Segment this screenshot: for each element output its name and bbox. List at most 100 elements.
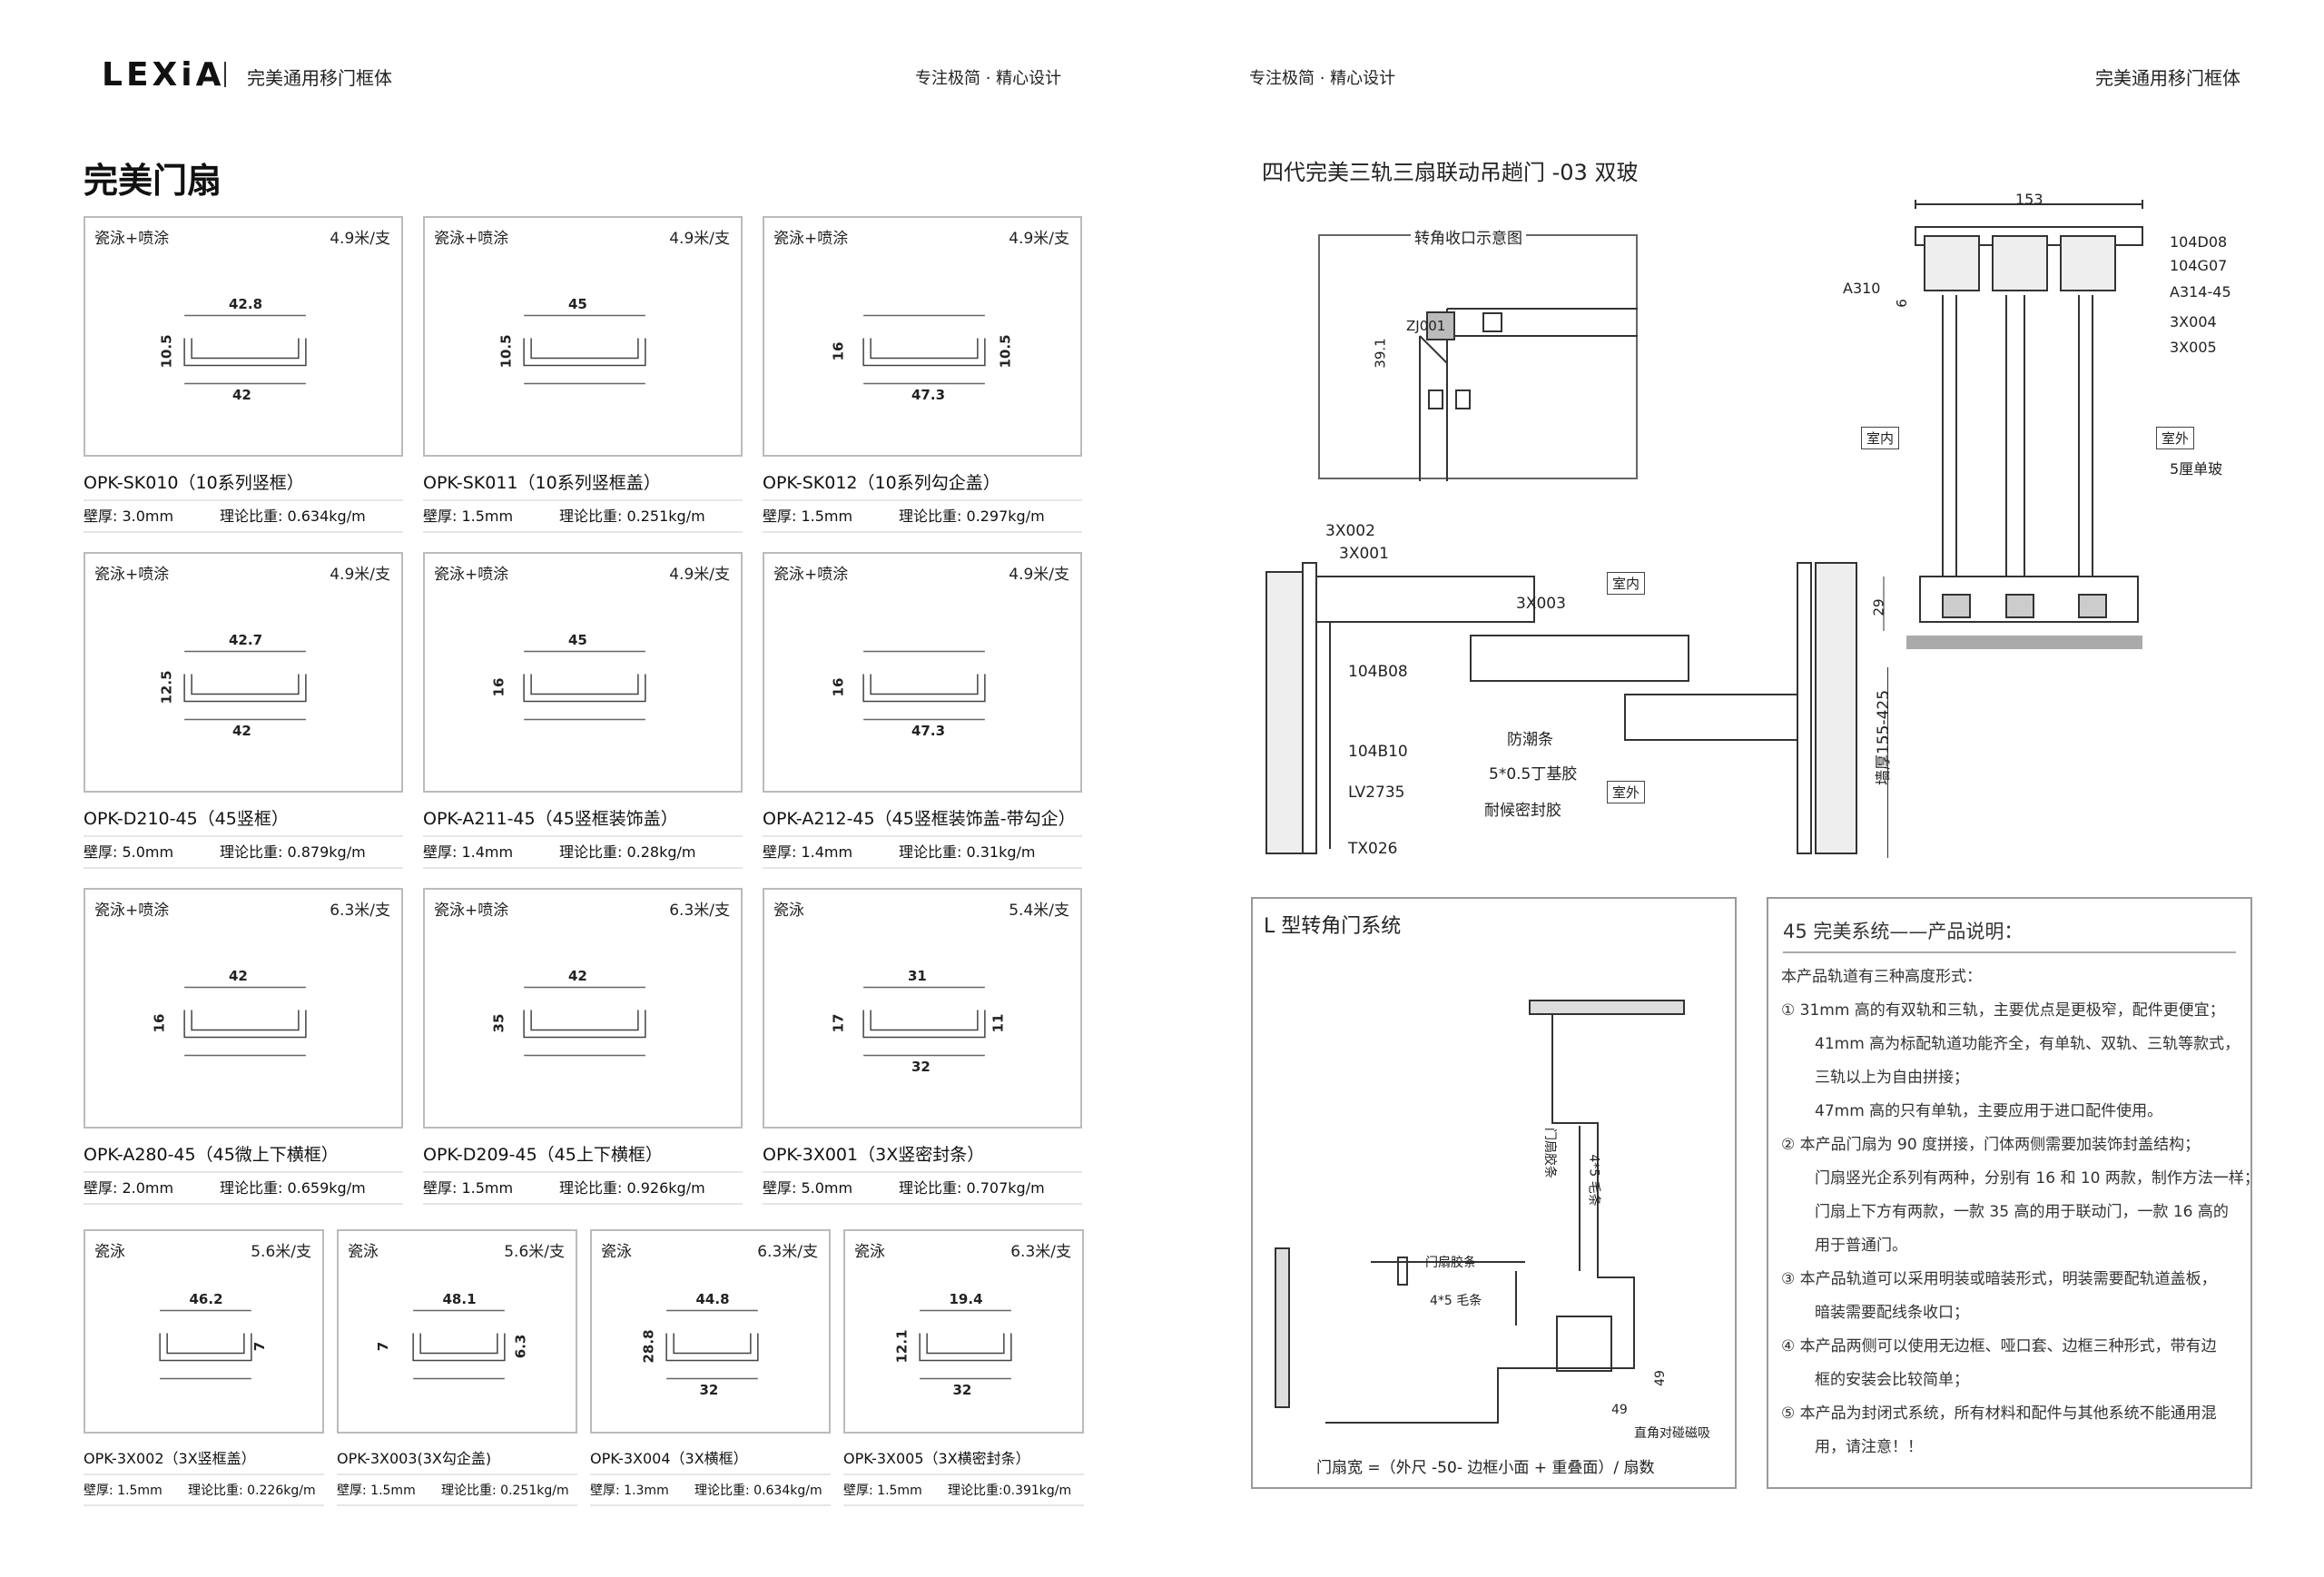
product-finish: 瓷泳 [94, 1243, 125, 1261]
dim-top: 48.1 [442, 1290, 477, 1307]
l-label: 4*5 毛条 [1430, 1294, 1482, 1308]
plan-label: 104B10 [1348, 743, 1408, 761]
section-label: 104D08 [2170, 233, 2228, 251]
theoretical-weight: 理论比重: 0.297kg/m [899, 508, 1045, 525]
dim-side-right: 6.3 [512, 1334, 529, 1358]
plan-drawing [1265, 562, 1888, 858]
product-finish: 瓷泳+喷涂 [434, 230, 509, 248]
product-finish: 瓷泳 [348, 1243, 379, 1261]
section-label: 104G07 [2170, 257, 2228, 274]
wall-thickness: 壁厚: 1.3mm [590, 1483, 669, 1498]
section-drawing [1883, 200, 2143, 649]
dim-top: 42.7 [229, 631, 263, 648]
dim-top: 42 [568, 967, 587, 984]
right-header-slogan: 专注极简 · 精心设计 [1249, 69, 1396, 88]
dim-top: 19.4 [949, 1290, 983, 1307]
description-line: ⑤ 本产品为封闭式系统，所有材料和配件与其他系统不能通用混 [1781, 1405, 2217, 1423]
section-width: 153 [2015, 191, 2043, 208]
description-line: 47mm 高的只有单轨，主要应用于进口配件使用。 [1815, 1102, 2163, 1120]
plan-label: LV2735 [1348, 784, 1405, 802]
dim-top: 45 [568, 295, 587, 312]
product-length: 6.3米/支 [757, 1243, 818, 1261]
section-dim-6: 6 [1893, 299, 1910, 308]
profile-drawing [183, 650, 307, 721]
theoretical-weight: 理论比重: 0.251kg/m [559, 508, 705, 525]
corner-diagram: 转角收口示意图 ZJ001 39.1 [1318, 225, 1638, 481]
description-lines: 本产品轨道有三种高度形式：① 31mm 高的有双轨和三轨，主要优点是更极窄，配件… [1768, 953, 2260, 1472]
wall-thickness: 壁厚: 3.0mm [84, 508, 174, 525]
description-line: 本产品轨道有三种高度形式： [1781, 968, 1982, 986]
description-line: 用，请注意！！ [1815, 1438, 1923, 1456]
product-finish: 瓷泳+喷涂 [94, 566, 170, 584]
wall-thickness-label: 墙厚155-425 [1875, 689, 1894, 786]
product-name: OPK-3X005（3X横密封条） [843, 1446, 1084, 1475]
dim-bottom: 47.3 [911, 722, 946, 739]
section-diagram: 153 A310 6 29 104D08 104G07 A314-45 3X00… [1807, 186, 2260, 667]
theoretical-weight: 理论比重: 0.251kg/m [441, 1483, 569, 1498]
left-header-title: 完美通用移门框体 [247, 67, 392, 89]
plan-label: 5*0.5丁基胶 [1489, 765, 1578, 784]
dim-side-right: 7 [251, 1341, 269, 1351]
description-line: 门扇上下方有两款，一款 35 高的用于联动门，一款 16 高的 [1815, 1203, 2229, 1221]
dim-side: 12.5 [158, 669, 175, 705]
plan-label: 3X003 [1516, 595, 1566, 613]
product-finish: 瓷泳+喷涂 [773, 566, 849, 584]
profile-drawing [523, 650, 646, 721]
description-line: 框的安装会比较简单； [1815, 1371, 1969, 1389]
theoretical-weight: 理论比重: 0.31kg/m [899, 843, 1036, 861]
plan-label: 耐候密封胶 [1484, 802, 1561, 820]
wall-thickness: 壁厚: 1.5mm [843, 1483, 922, 1498]
product-name: OPK-D209-45（45上下横框） [423, 1141, 743, 1173]
dim-side: 16 [830, 677, 847, 696]
plan-outdoor-tag: 室外 [1607, 781, 1646, 803]
product-spec: 壁厚: 1.3mm 理论比重: 0.634kg/m [590, 1481, 831, 1506]
product-length: 4.9米/支 [669, 230, 730, 248]
wall-thickness: 壁厚: 1.5mm [423, 1179, 514, 1197]
product-name: OPK-D210-45（45竖框） [84, 805, 403, 837]
profile-drawing [159, 1309, 252, 1380]
wall-thickness: 壁厚: 5.0mm [84, 843, 174, 861]
product-name: OPK-A211-45（45竖框装饰盖） [423, 805, 743, 837]
wall-thickness: 壁厚: 1.4mm [423, 843, 514, 861]
section-label: 3X005 [2170, 339, 2217, 356]
dim-side: 16 [830, 341, 847, 360]
product-length: 5.4米/支 [1009, 902, 1069, 920]
dim-side: 7 [375, 1341, 392, 1351]
theoretical-weight: 理论比重: 0.634kg/m [694, 1483, 822, 1498]
profile-drawing [183, 314, 307, 385]
l-label: 4*5 毛条 [1586, 1154, 1601, 1207]
dim-bottom: 32 [911, 1058, 931, 1075]
product-finish: 瓷泳 [601, 1243, 632, 1261]
section-label: 5厘单玻 [2170, 460, 2223, 478]
plan-label: 104B08 [1348, 663, 1408, 681]
theoretical-weight: 理论比重:0.391kg/m [948, 1483, 1072, 1498]
dim-side: 10.5 [158, 333, 175, 369]
l-system-title: L 型转角门系统 [1264, 915, 1402, 938]
product-name: OPK-SK012（10系列勾企盖） [763, 469, 1082, 501]
description-line: 三轨以上为自由拼接； [1815, 1069, 1969, 1087]
plan-diagram: 3X002 3X001 3X003 104B08 104B10 LV2735 T… [1262, 522, 1893, 867]
product-length: 5.6米/支 [251, 1243, 311, 1261]
wall-thickness: 壁厚: 5.0mm [763, 1179, 853, 1197]
product-finish: 瓷泳 [854, 1243, 885, 1261]
description-line: 用于普通门。 [1815, 1237, 1907, 1255]
page-title: 完美门扇 [84, 161, 222, 201]
dim-bottom: 32 [699, 1381, 719, 1398]
plan-label: TX026 [1348, 840, 1398, 858]
product-finish: 瓷泳+喷涂 [94, 230, 170, 248]
wall-thickness: 壁厚: 1.5mm [763, 508, 853, 525]
